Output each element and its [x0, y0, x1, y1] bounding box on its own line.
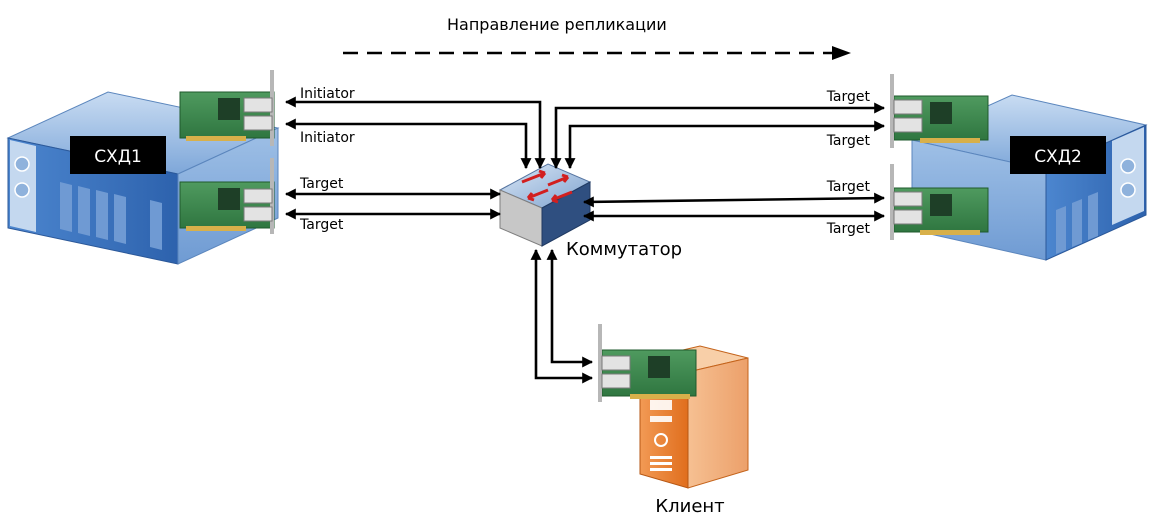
s1-port-label-3: Target	[299, 176, 344, 192]
storage1-nic-upper	[179, 70, 275, 146]
storage2-nic-lower	[890, 164, 989, 240]
wire-s1-initiator-1	[284, 96, 546, 170]
s1-port-label-1: Initiator	[300, 86, 355, 102]
s2-port-label-2: Target	[826, 133, 871, 149]
s2-port-label-4: Target	[826, 221, 871, 237]
wire-s2-target-3	[582, 192, 886, 208]
s2-port-label-1: Target	[826, 89, 871, 105]
storage2-nic-upper	[890, 74, 989, 148]
storage2-name: СХД2	[1034, 147, 1082, 167]
wire-s2-target-2	[564, 120, 886, 170]
wire-client-2	[530, 248, 594, 384]
switch-arrow-icon	[521, 169, 547, 184]
switch-label: Коммутатор	[566, 239, 682, 260]
wire-s1-initiator-2	[284, 118, 532, 170]
storage1-nic-lower	[179, 158, 275, 234]
diagram-title: Направление репликации	[447, 15, 667, 34]
s2-port-label-3: Target	[826, 179, 871, 195]
client-label: Клиент	[655, 496, 724, 517]
client-nic	[598, 324, 697, 402]
storage1-name: СХД1	[94, 147, 142, 167]
switch	[498, 163, 592, 247]
s1-port-label-2: Initiator	[300, 130, 355, 146]
s1-port-label-4: Target	[299, 217, 344, 233]
replication-arrowhead	[832, 46, 851, 60]
wire-client-1	[546, 248, 594, 368]
wire-s2-target-1	[550, 102, 886, 170]
